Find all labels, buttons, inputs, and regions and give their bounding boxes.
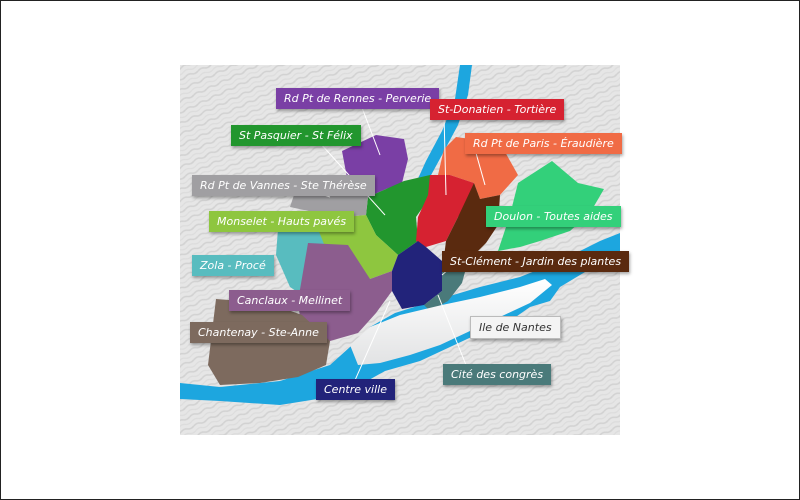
district-cite-congres[interactable] [424,261,468,311]
label-st-donatien[interactable]: St-Donatien - Tortière [430,99,565,120]
label-doulon[interactable]: Doulon - Toutes aides [486,206,621,227]
label-canclaux[interactable]: Canclaux - Mellinet [229,290,351,311]
label-centre-ville[interactable]: Centre ville [316,379,395,400]
district-ile-nantes[interactable] [350,279,552,365]
label-st-pasquier[interactable]: St Pasquier - St Félix [231,125,361,146]
district-centre-ville[interactable] [392,241,442,309]
district-st-donatien[interactable] [416,175,474,247]
label-cite-congres[interactable]: Cité des congrès [443,364,552,385]
label-paris-eraudiere[interactable]: Rd Pt de Paris - Éraudière [465,133,622,154]
label-st-clement[interactable]: St-Clément - Jardin des plantes [442,251,630,272]
district-st-pasquier[interactable] [366,175,430,255]
nantes-district-map [180,65,620,435]
label-zola[interactable]: Zola - Procé [192,255,274,276]
district-st-clement[interactable] [444,183,500,269]
label-ile-nantes[interactable]: Ile de Nantes [470,316,561,339]
label-monselet[interactable]: Monselet - Hauts pavés [209,211,355,232]
label-vannes-therese[interactable]: Rd Pt de Vannes - Ste Thérèse [192,175,375,196]
label-rennes-perverie[interactable]: Rd Pt de Rennes - Perverie [276,88,440,109]
label-chantenay[interactable]: Chantenay - Ste-Anne [190,322,327,343]
